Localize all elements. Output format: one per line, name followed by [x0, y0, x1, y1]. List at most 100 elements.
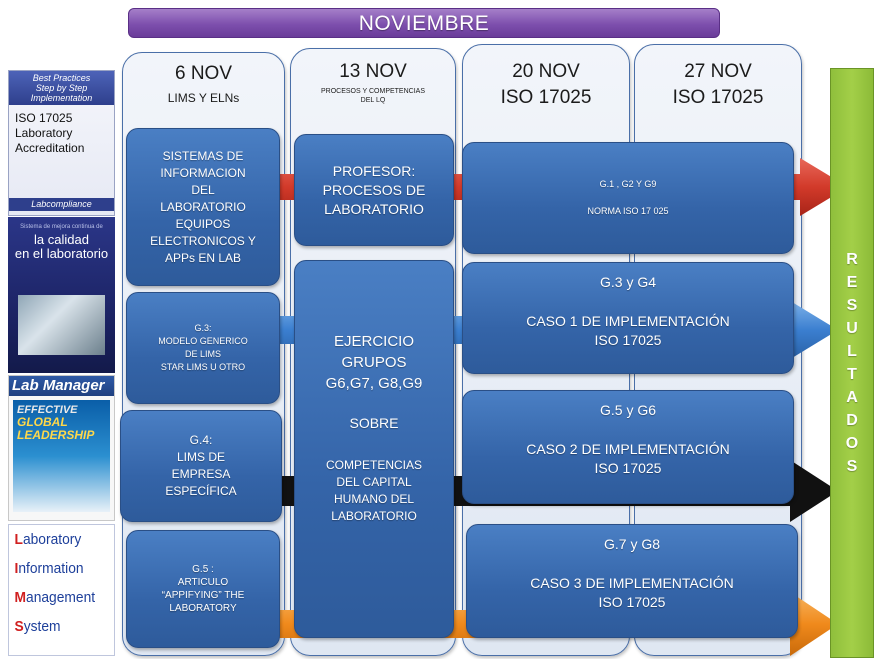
lims-initial: S: [14, 618, 24, 635]
box-line: ARTICULO: [177, 577, 229, 588]
column-date: 6 NOV: [174, 63, 233, 84]
lims-line: Information: [9, 554, 106, 583]
box-ejercicio-grupos: EJERCICIO GRUPOS G6,G7, G8,G9 SOBRE COMP…: [294, 260, 454, 638]
box-title: G.3 y G4: [599, 274, 657, 290]
results-letter: S: [846, 297, 858, 314]
cover-header-line: Best Practices: [32, 73, 91, 83]
column-subtitle: PROCESOS Y COMPETENCIAS DEL LQ: [321, 88, 425, 104]
box-g3-g4-caso1: G.3 y G4 CASO 1 DE IMPLEMENTACIÓN ISO 17…: [462, 262, 794, 374]
box-sistemas-informacion: SISTEMAS DE INFORMACION DEL LABORATORIO …: [126, 128, 280, 286]
lims-word: ystem: [23, 618, 61, 635]
results-letter: L: [847, 343, 857, 360]
book-cover-calidad-laboratorio: Sistema de mejora continua de la calidad…: [8, 217, 115, 373]
box-line: SISTEMAS DE: [162, 148, 244, 163]
box-line: SOBRE: [349, 415, 399, 431]
month-banner: NOVIEMBRE: [128, 8, 720, 38]
box-line: “APPIFYING” THE: [161, 590, 245, 601]
column-date: 27 NOV: [684, 61, 752, 82]
box-line: LABORATORIO: [324, 200, 424, 217]
results-letter: R: [846, 251, 858, 268]
box-line: GRUPOS: [341, 354, 407, 371]
box-line: MODELO GENERICO: [158, 336, 248, 346]
box-title: G.1 , G2 Y G9: [599, 179, 657, 189]
box-line: G.4:: [189, 433, 213, 447]
cover-body-line: ISO 17025: [15, 111, 73, 125]
box-line: COMPETENCIAS: [325, 458, 422, 472]
lims-initial: M: [14, 589, 27, 606]
magazine-cover-art: EFFECTIVE GLOBAL LEADERSHIP: [13, 400, 110, 512]
cover-title-word: calidad: [47, 232, 89, 247]
results-letter: E: [846, 274, 858, 291]
lims-logo: Laboratory Information Management System: [8, 524, 115, 656]
box-line: NORMA ISO 17 025: [587, 206, 669, 216]
box-line: ESPECÍFICA: [165, 484, 237, 498]
box-g5-articulo: G.5 : ARTICULO “APPIFYING” THE LABORATOR…: [126, 530, 280, 648]
cover-lab-photo: [18, 295, 105, 355]
box-line: STAR LIMS U OTRO: [160, 362, 246, 372]
column-subtitle: ISO 17025: [500, 87, 592, 108]
box-line: LABORATORY: [169, 603, 237, 614]
box-line: EMPRESA: [171, 467, 231, 481]
magazine-headline: EFFECTIVE: [17, 404, 78, 416]
column-date: 13 NOV: [339, 61, 407, 82]
lims-word: nformation: [18, 560, 84, 577]
lims-line: Management: [9, 583, 106, 612]
box-line: ISO 17025: [598, 594, 666, 610]
cover-title-word: la: [34, 232, 45, 247]
book-cover-iso17025: Best Practices Step by Step Implementati…: [8, 70, 115, 216]
box-line: LABORATORIO: [331, 509, 417, 523]
cover-header-line: Step by Step: [35, 83, 88, 93]
cover-title-word: laboratorio: [46, 246, 109, 261]
box-line: DE LIMS: [184, 349, 221, 359]
box-line: HUMANO DEL: [333, 492, 414, 506]
box-profesor-procesos: PROFESOR: PROCESOS DE LABORATORIO: [294, 134, 454, 246]
box-line: EJERCICIO: [333, 333, 414, 350]
magazine-title: Lab Manager: [9, 376, 114, 396]
box-line: CASO 3 DE IMPLEMENTACIÓN: [530, 575, 734, 591]
box-line: LIMS DE: [176, 450, 225, 464]
box-title: G.5 y G6: [599, 402, 657, 418]
box-g1-g2-g9: G.1 , G2 Y G9 NORMA ISO 17 025: [462, 142, 794, 254]
lims-initial: I: [14, 560, 19, 577]
column-date: 20 NOV: [512, 61, 580, 82]
box-line: APPs EN LAB: [164, 250, 242, 265]
cover-footer: Labcompliance: [9, 198, 114, 211]
cover-title: la calidad en el laboratorio: [8, 231, 115, 261]
box-line: DEL CAPITAL: [336, 475, 412, 489]
results-letter: S: [846, 458, 858, 475]
lims-line: Laboratory: [9, 525, 106, 554]
box-line: CASO 2 DE IMPLEMENTACIÓN: [526, 441, 730, 457]
box-line: ISO 17025: [594, 332, 662, 348]
cover-small-text: Sistema de mejora continua de: [20, 224, 103, 230]
box-title: G.7 y G8: [603, 536, 661, 552]
box-line: PROFESOR:: [332, 162, 416, 179]
cover-body: ISO 17025 Laboratory Accreditation: [9, 105, 114, 162]
results-letter: D: [846, 412, 858, 429]
cover-title-word: en el: [14, 246, 44, 261]
cover-body-line: Laboratory: [15, 126, 73, 140]
lims-word: aboratory: [22, 531, 82, 548]
cover-header-line: Implementation: [30, 93, 93, 103]
lims-word: anagement: [26, 589, 96, 606]
box-g5-g6-caso2: G.5 y G6 CASO 2 DE IMPLEMENTACIÓN ISO 17…: [462, 390, 794, 504]
box-line: EQUIPOS: [175, 216, 231, 231]
box-g7-g8-caso3: G.7 y G8 CASO 3 DE IMPLEMENTACIÓN ISO 17…: [466, 524, 798, 638]
box-line: G6,G7, G8,G9: [325, 375, 423, 392]
cover-body-line: Accreditation: [15, 141, 85, 155]
magazine-cover-lab-manager: Lab Manager EFFECTIVE GLOBAL LEADERSHIP: [8, 375, 115, 521]
magazine-headline: GLOBAL LEADERSHIP: [17, 415, 95, 442]
box-line: G.3:: [194, 323, 212, 333]
box-line: G.5 :: [192, 564, 214, 575]
results-letter: T: [847, 366, 857, 383]
box-g3-modelo-lims: G.3: MODELO GENERICO DE LIMS STAR LIMS U…: [126, 292, 280, 404]
lims-line: System: [9, 612, 106, 641]
box-line: CASO 1 DE IMPLEMENTACIÓN: [526, 313, 730, 329]
results-bar: R E S U L T A D O S: [830, 68, 874, 658]
column-subtitle: ISO 17025: [672, 87, 764, 108]
box-line: ISO 17025: [594, 460, 662, 476]
box-line: LABORATORIO: [160, 199, 246, 214]
box-g4-lims-empresa: G.4: LIMS DE EMPRESA ESPECÍFICA: [120, 410, 282, 522]
box-line: PROCESOS DE: [322, 181, 426, 198]
box-line: ELECTRONICOS Y: [150, 233, 256, 248]
results-letter: O: [845, 435, 859, 452]
